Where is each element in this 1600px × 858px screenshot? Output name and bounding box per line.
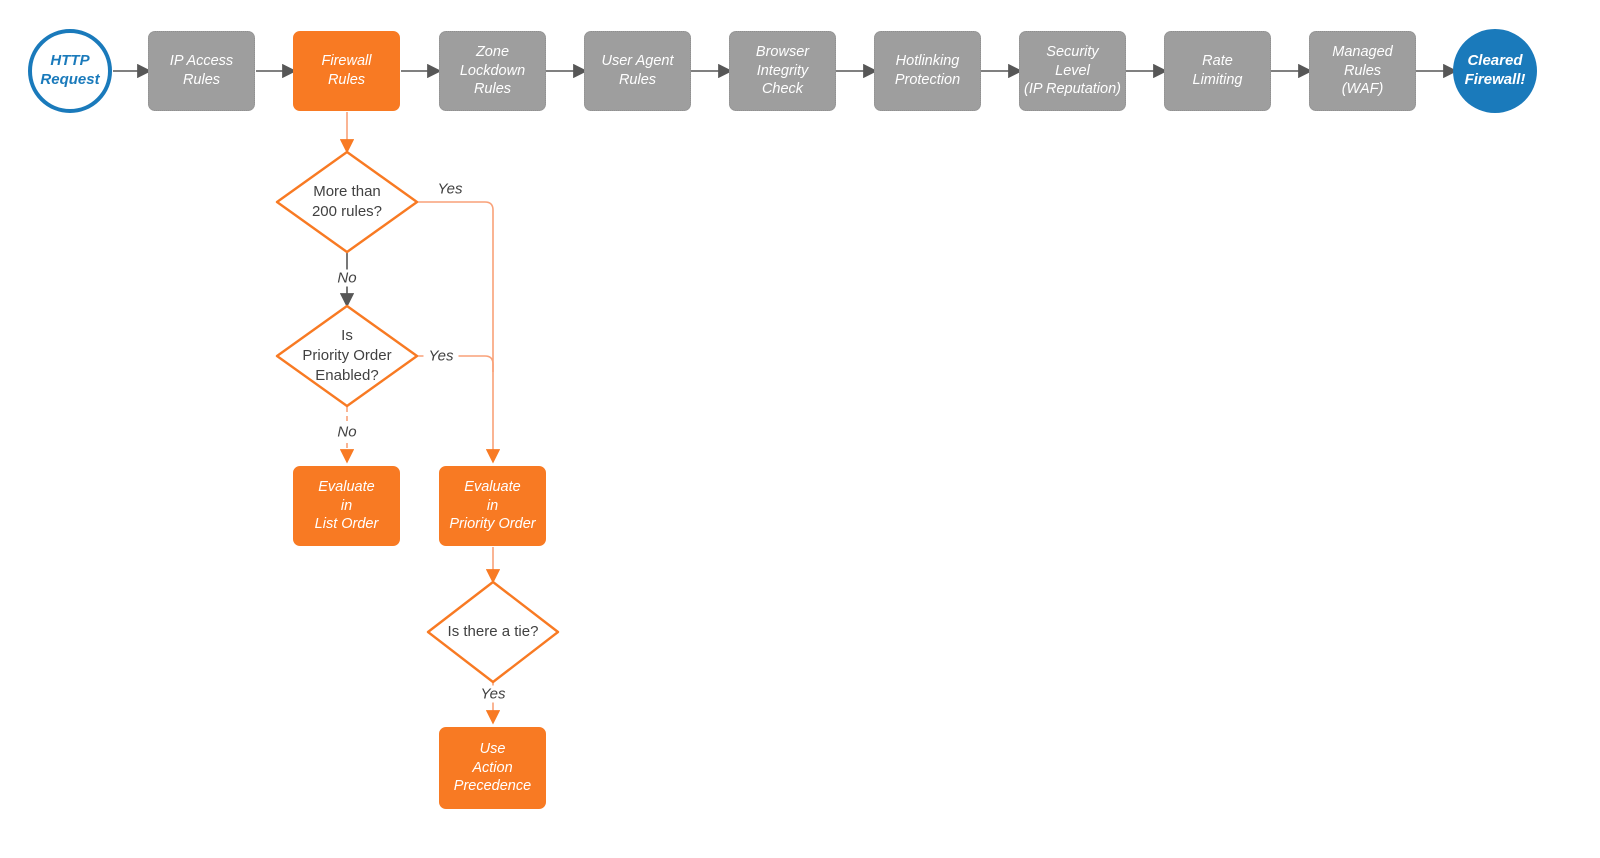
node-browser-integrity-check: Browser Integrity Check	[729, 31, 836, 111]
node-http-request: HTTP Request	[28, 29, 112, 113]
decision-priority-enabled-shape	[275, 304, 419, 408]
node-firewall-rules: Firewall Rules	[293, 31, 400, 111]
node-hotlinking-protection: Hotlinking Protection	[874, 31, 981, 111]
decision-more-than-200-shape	[275, 150, 419, 254]
node-use-action-precedence: Use Action Precedence	[439, 727, 546, 809]
node-ip-access-rules: IP Access Rules	[148, 31, 255, 111]
node-user-agent-rules: User Agent Rules	[584, 31, 691, 111]
node-cleared-firewall: Cleared Firewall!	[1453, 29, 1537, 113]
node-security-level: Security Level (IP Reputation)	[1019, 31, 1126, 111]
decision-is-tie-shape	[426, 580, 560, 684]
node-zone-lockdown-rules: Zone Lockdown Rules	[439, 31, 546, 111]
node-managed-rules-waf: Managed Rules (WAF)	[1309, 31, 1416, 111]
edge-priority-enabled-yes	[418, 355, 494, 372]
edge-more-than-200-yes	[418, 201, 501, 464]
node-evaluate-list-order: Evaluate in List Order	[293, 466, 400, 546]
node-evaluate-priority-order: Evaluate in Priority Order	[439, 466, 546, 546]
node-rate-limiting: Rate Limiting	[1164, 31, 1271, 111]
